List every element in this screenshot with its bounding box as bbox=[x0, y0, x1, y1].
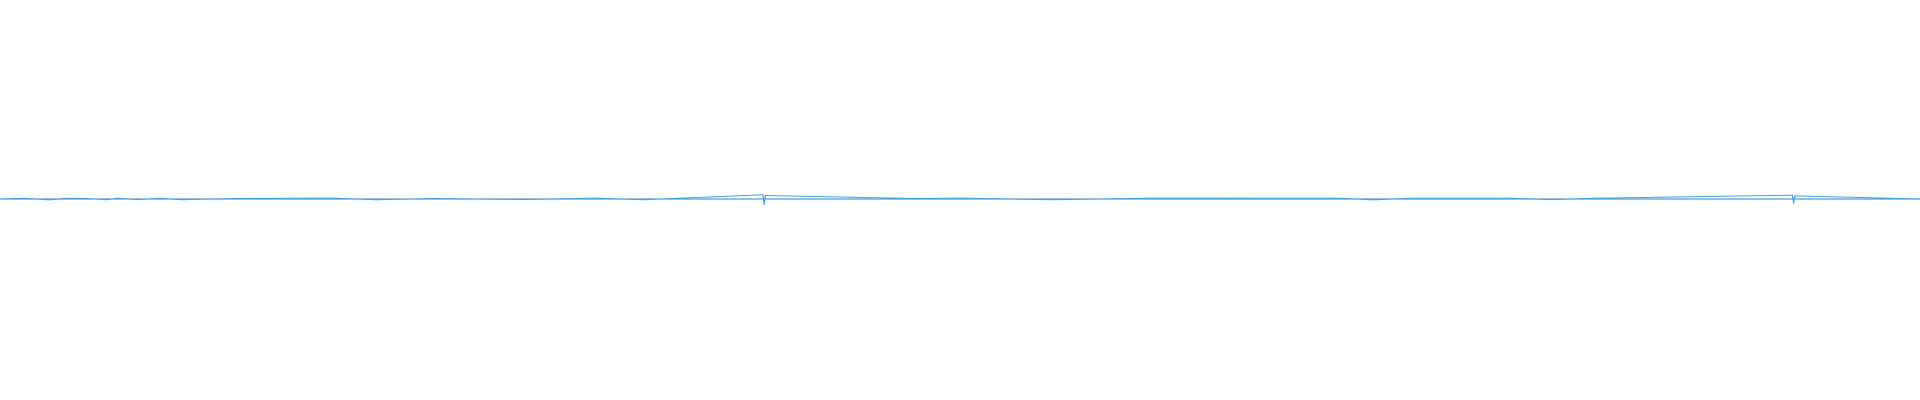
series-layer bbox=[0, 194, 1920, 206]
waveform-series-line bbox=[0, 194, 1920, 206]
